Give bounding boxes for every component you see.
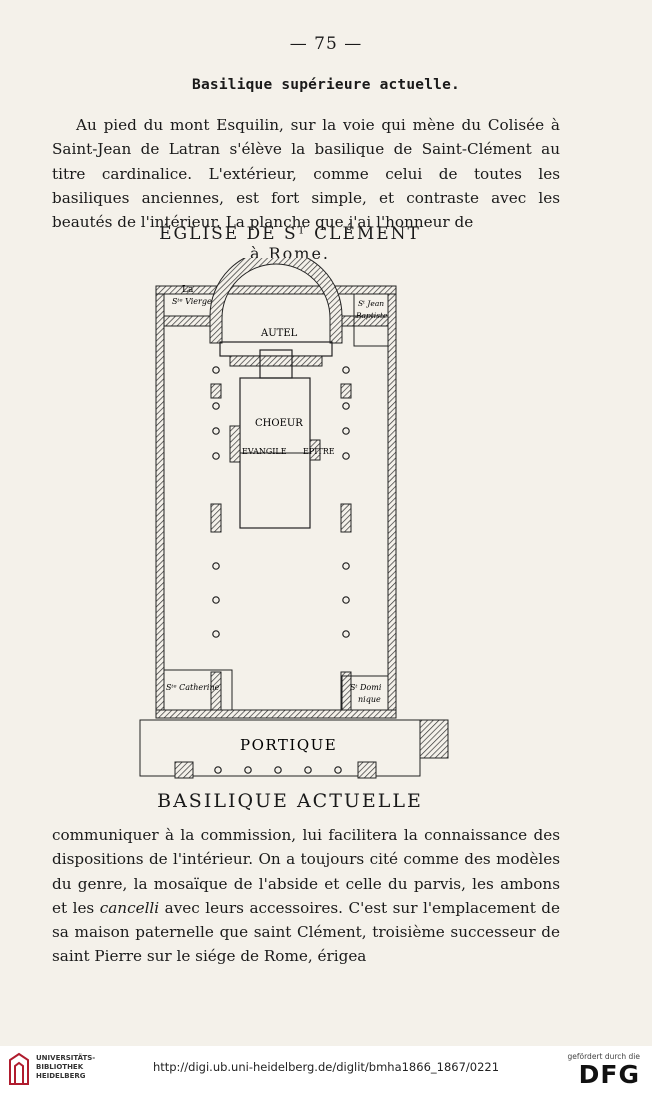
portico-columns [214,766,342,774]
label-la: La [182,285,194,295]
label-autel: AUTEL [260,328,298,339]
page-number: — 75 — [289,34,363,54]
plan-caption: BASILIQUE ACTUELLE [157,790,423,812]
outer-wall-left [155,289,165,711]
label-baptiste: Baptiste [355,311,388,320]
document-page: — 75 — Basilique supérieure actuelle. Au… [0,0,652,1046]
paragraph-continuation: communiquer à la commission, lui facilit… [52,823,560,969]
chapel-jean-box [353,293,389,347]
portico-piers [174,761,377,779]
nave-piers [210,383,352,713]
viewer-footer: UNIVERSITÄTS- BIBLIOTHEK HEIDELBERG http… [0,1046,652,1094]
cancelli-term: cancelli [99,898,160,917]
altar-platform [219,341,333,357]
section-heading: Basilique supérieure actuelle. [192,77,460,93]
label-portique: PORTIQUE [240,736,337,754]
outer-wall-right [387,289,397,711]
facade-wall [155,709,397,719]
label-evangile: EVANGILE [242,447,287,456]
label-ste-vierge: Sᵗᵉ Vierge [172,297,212,306]
plan-title: ÉGLISE DE Sᵀ CLÉMENT [159,224,421,244]
paragraph-intro: Au pied du mont Esquilin, sur la voie qu… [52,116,560,232]
ambon-right [309,439,321,461]
steps-right [419,719,449,759]
paragraph-text-before: communiquer à la commission, lui facilit… [52,826,560,917]
label-st-jean: Sᵗ Jean [358,299,384,308]
ambon-left [229,425,241,463]
dfg-logo: DFG [578,1060,640,1089]
paragraph-text-after: avec leurs accessoires. C'est sur l'empl… [52,898,561,966]
chapel-vierge-wall [163,315,211,327]
nave-columns [212,366,350,638]
church-floor-plan: La Sᵗᵉ Vierge Sᵗ Jean Baptiste AUTEL CHO… [139,258,449,779]
heidelberg-library-logo-icon [9,1052,29,1085]
outer-wall-top [155,285,397,295]
label-epitre: EPITRE [303,447,335,456]
altar-steps [229,355,323,367]
funding-label: gefördert durch die [567,1052,641,1061]
label-st-domi: Sᵗ Domi [350,683,382,692]
label-nique: nique [358,695,381,704]
permalink-url[interactable]: http://digi.ub.uni-heidelberg.de/diglit/… [152,1060,500,1074]
library-name: UNIVERSITÄTS- BIBLIOTHEK HEIDELBERG [36,1054,96,1080]
label-ste-catherine: Sᵗᵉ Catherine [166,683,220,692]
label-choeur: CHOEUR [255,418,303,429]
